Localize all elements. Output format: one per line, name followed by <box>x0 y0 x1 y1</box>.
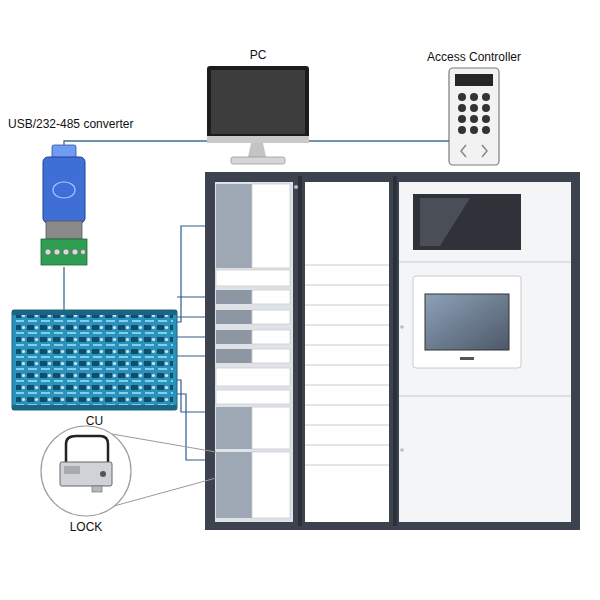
lock-node: LOCK <box>41 426 131 516</box>
control-board-illustration <box>12 310 177 410</box>
device-label: USB/232-485 converter <box>8 117 133 131</box>
device-label: PC <box>250 48 267 62</box>
cable-connector <box>64 141 207 145</box>
monitor-illustration <box>207 66 309 164</box>
device-label: LOCK <box>70 520 103 534</box>
cable-connector <box>63 267 64 310</box>
converter-node: USB/232-485 converter <box>40 145 88 267</box>
control-unit-node: CU <box>12 310 177 410</box>
keypad-illustration <box>449 68 499 165</box>
computer-node: PC <box>207 66 309 166</box>
lock-illustration <box>41 426 216 516</box>
device-label: Access Controller <box>427 50 521 64</box>
access-controller-node: Access Controller <box>449 68 499 165</box>
cable-connector <box>309 140 449 141</box>
device-label: CU <box>86 414 103 428</box>
locker-cabinet <box>205 172 580 530</box>
converter-illustration <box>41 145 87 265</box>
